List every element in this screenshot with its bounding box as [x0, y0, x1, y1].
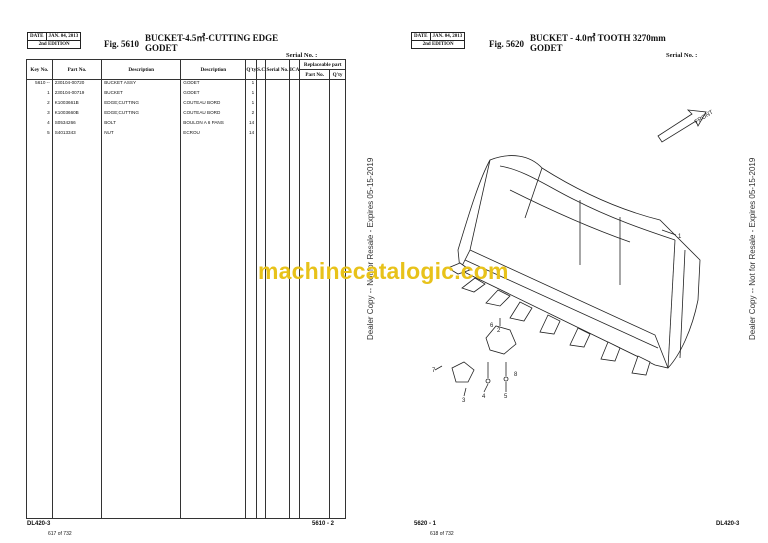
- callout-4: 4: [482, 394, 486, 400]
- bucket-exploded-diagram: FRONT 1 2 3 4 5 6 7 8: [432, 109, 715, 404]
- table-filler: [26, 140, 346, 519]
- description-fr: GODET: [180, 79, 247, 90]
- right-date-box: DATE JAN. 04, 2013 2nd EDITION: [410, 32, 466, 49]
- front-arrow-icon: [657, 109, 707, 143]
- left-serial-label: Serial No. :: [286, 52, 318, 59]
- table-row: 2 K1003661B EDGE;CUTTING COUTEAU BORD 1: [26, 100, 346, 110]
- key-no: 5: [26, 130, 53, 140]
- key-no: 3: [26, 110, 53, 120]
- description-en: EDGE;CUTTING: [101, 110, 182, 120]
- left-fig-subtitle: GODET: [145, 43, 178, 53]
- right-fig-title: BUCKET - 4.0㎥ TOOTH 3270mm: [530, 33, 666, 43]
- qty: 1: [245, 100, 258, 110]
- key-no: 1: [26, 90, 53, 100]
- col-rp-qty: Q'ty: [329, 69, 346, 80]
- key-no: 2: [26, 100, 53, 110]
- right-fig-number: Fig. 5620: [489, 39, 524, 49]
- table-row: 5610 -- 230104-00720 BUCKET ASSY GODET 1: [26, 79, 346, 90]
- key-no: 5610 --: [26, 79, 53, 90]
- qty: 2: [245, 110, 258, 120]
- watermark: machinecatalogic.com: [258, 258, 509, 284]
- left-date-label: DATE: [27, 32, 47, 41]
- description-en: EDGE;CUTTING: [101, 100, 182, 110]
- right-page-count: 618 of 732: [430, 531, 454, 537]
- description-en: BUCKET ASSY: [101, 79, 182, 90]
- description-fr: GODET: [180, 90, 247, 100]
- callout-1: 1: [678, 234, 682, 240]
- col-key-no: Key No.: [26, 59, 53, 80]
- qty: 14: [245, 120, 258, 130]
- table-row: 4 S0534266 BOLT BOULON A 6 PANS 14: [26, 120, 346, 130]
- description-en: NUT: [101, 130, 182, 140]
- left-page-count: 617 of 732: [48, 531, 72, 537]
- dealer-notice-left: Dealer Copy -- Not for Resale - Expires …: [366, 157, 375, 340]
- right-serial-label: Serial No. :: [666, 52, 698, 59]
- part-no: S4013343: [51, 130, 103, 140]
- description-fr: ECROU: [180, 130, 247, 140]
- callout-5: 5: [504, 394, 508, 400]
- col-description-fr: Description: [180, 59, 247, 80]
- part-no: 230104-00719: [51, 90, 103, 100]
- qty: 1: [245, 90, 258, 100]
- col-part-no: Part No.: [51, 59, 103, 80]
- callout-8: 8: [514, 372, 518, 378]
- col-replaceable: Replaceable part: [299, 59, 346, 70]
- right-edition: 2nd EDITION: [410, 40, 466, 49]
- key-no: 4: [26, 120, 53, 130]
- callout-2: 2: [497, 328, 501, 334]
- left-fig-number: Fig. 5610: [104, 39, 139, 49]
- bucket-teeth: [447, 262, 651, 376]
- description-en: BUCKET: [101, 90, 182, 100]
- col-sc: S.C: [256, 59, 267, 80]
- part-no: K1003661B: [51, 100, 103, 110]
- left-footer-model: DL420-3: [27, 521, 51, 527]
- col-rp-part-no: Part No.: [299, 69, 331, 80]
- left-edition: 2nd EDITION: [26, 40, 82, 49]
- col-qty: Q'ty: [245, 59, 258, 80]
- parts-table: Key No. Part No. Description Description…: [26, 59, 346, 519]
- right-fig-subtitle: GODET: [530, 43, 563, 53]
- col-serial: Serial No.: [265, 59, 290, 80]
- exploded-parts: [434, 325, 517, 384]
- callout-7: 7: [432, 368, 436, 374]
- part-no: K1003660B: [51, 110, 103, 120]
- right-date-label: DATE: [411, 32, 431, 41]
- description-fr: BOULON A 6 PANS: [180, 120, 247, 130]
- callout-3: 3: [462, 398, 466, 404]
- right-footer-page: 5620 - 1: [414, 521, 437, 527]
- description-en: BOLT: [101, 120, 182, 130]
- col-description-en: Description: [101, 59, 182, 80]
- table-row: 3 K1003660B EDGE;CUTTING COUTEAU BORD 2: [26, 110, 346, 120]
- part-no: S0534266: [51, 120, 103, 130]
- callout-6: 6: [490, 323, 494, 329]
- left-date-box: DATE JAN. 04, 2013 2nd EDITION: [26, 32, 82, 49]
- left-fig-title: BUCKET-4.5㎥-CUTTING EDGE: [145, 33, 279, 43]
- right-footer-model: DL420-3: [716, 521, 740, 527]
- qty: 14: [245, 130, 258, 140]
- left-footer-page: 5610 - 2: [312, 521, 335, 527]
- table-row: 5 S4013343 NUT ECROU 14: [26, 130, 346, 140]
- right-date-value: JAN. 04, 2013: [429, 32, 466, 41]
- dealer-notice-right: Dealer Copy -- Not for Resale - Expires …: [748, 157, 757, 340]
- qty: 1: [245, 79, 258, 90]
- description-fr: COUTEAU BORD: [180, 100, 247, 110]
- part-no: 230104-00720: [51, 79, 103, 90]
- table-row: 1 230104-00719 BUCKET GODET 1: [26, 90, 346, 100]
- description-fr: COUTEAU BORD: [180, 110, 247, 120]
- col-ica: ICA: [288, 59, 301, 80]
- left-date-value: JAN. 04, 2013: [45, 32, 82, 41]
